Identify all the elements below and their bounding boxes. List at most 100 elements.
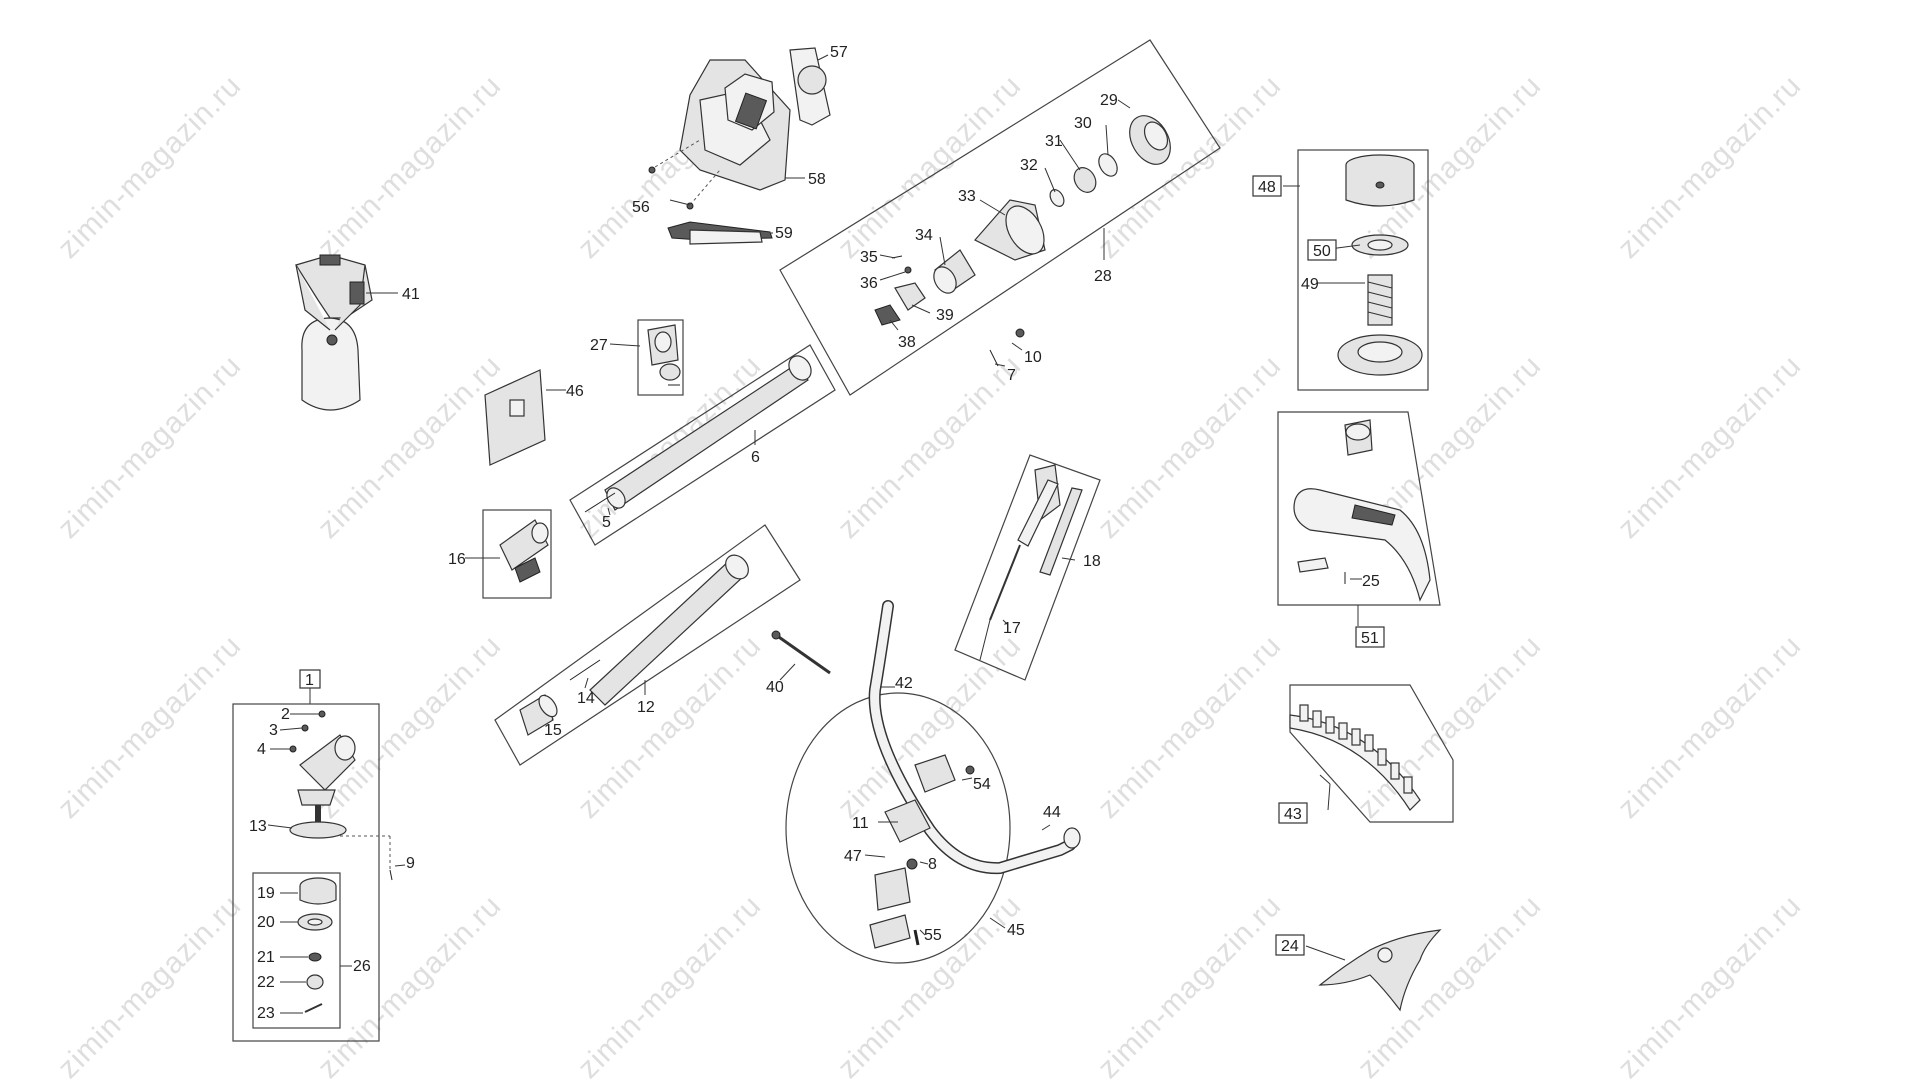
callout-59: 59	[775, 225, 793, 242]
callout-20: 20	[257, 914, 275, 931]
rod-40	[771, 630, 831, 681]
drive-shaft-tube-12	[494, 524, 801, 766]
callout-26: 26	[353, 958, 371, 975]
callout-38: 38	[898, 334, 916, 351]
watermark-text: zimin-magazin.ru	[1092, 629, 1288, 825]
trimmer-head-assembly	[1283, 149, 1429, 391]
callout-51-box: 51	[1355, 626, 1385, 648]
harness-part-41	[295, 254, 398, 411]
callout-47: 47	[844, 848, 862, 865]
callout-10: 10	[1024, 349, 1042, 366]
watermark-text: zimin-magazin.ru	[1612, 629, 1808, 825]
callout-55: 55	[924, 927, 942, 944]
callout-15: 15	[544, 722, 562, 739]
watermark-text: zimin-magazin.ru	[572, 889, 768, 1080]
callout-7: 7	[1007, 367, 1016, 384]
callout-1-box: 1	[299, 669, 321, 689]
svg-text:24: 24	[1281, 938, 1299, 955]
watermark-text: zimin-magazin.ru	[832, 349, 1028, 545]
callout-31: 31	[1045, 133, 1063, 150]
watermark-text: zimin-magazin.ru	[52, 629, 248, 825]
engine-cover-assembly	[648, 47, 831, 245]
callout-23: 23	[257, 1005, 275, 1022]
callout-12: 12	[637, 699, 655, 716]
watermark-text: zimin-magazin.ru	[1612, 889, 1808, 1080]
callout-40: 40	[766, 679, 784, 696]
callout-5: 5	[602, 514, 611, 531]
svg-text:48: 48	[1258, 179, 1276, 196]
cutter-tooth	[1377, 748, 1387, 766]
callout-4: 4	[257, 741, 266, 758]
callout-9: 9	[406, 855, 415, 872]
cutter-tooth	[1338, 722, 1348, 740]
watermark-text: zimin-magazin.ru	[312, 69, 508, 265]
line-cutter-43	[1289, 684, 1454, 823]
callout-19: 19	[257, 885, 275, 902]
cutter-tooth	[1403, 776, 1413, 794]
callout-8: 8	[928, 856, 937, 873]
callout-56: 56	[632, 199, 650, 216]
callout-50-box: 50	[1307, 239, 1337, 261]
callout-22: 22	[257, 974, 275, 991]
cutter-tooth	[1364, 734, 1374, 752]
callout-41: 41	[402, 286, 420, 303]
watermark-text: zimin-magazin.ru	[1612, 69, 1808, 265]
callout-2: 2	[281, 706, 290, 723]
callout-42: 42	[895, 675, 913, 692]
watermark-text: zimin-magazin.ru	[52, 889, 248, 1080]
callout-54: 54	[973, 776, 991, 793]
blade-24	[1305, 929, 1442, 1012]
plate-46	[484, 369, 566, 466]
clutch-housing-assembly	[779, 39, 1221, 396]
cutter-tooth	[1390, 762, 1400, 780]
cutter-tooth	[1299, 704, 1309, 722]
cutter-tooth	[1312, 710, 1322, 728]
callout-43-box: 43	[1278, 802, 1308, 824]
callout-labels: 41 57 58 59 56 29 30 31 32 33 34 35 36 3…	[249, 44, 1385, 1022]
callout-34: 34	[915, 227, 933, 244]
watermark-text: zimin-magazin.ru	[832, 889, 1028, 1080]
svg-text:51: 51	[1361, 630, 1379, 647]
handlebar-assembly	[785, 600, 1081, 964]
guard-assembly	[1277, 411, 1441, 626]
callout-33: 33	[958, 188, 976, 205]
callout-11: 11	[852, 815, 869, 832]
callout-3: 3	[269, 722, 278, 739]
callout-49: 49	[1301, 276, 1319, 293]
watermark-text: zimin-magazin.ru	[1092, 349, 1288, 545]
throttle-assembly	[954, 454, 1101, 681]
callout-58: 58	[808, 171, 826, 188]
callout-57: 57	[830, 44, 848, 61]
callout-27: 27	[590, 337, 608, 354]
callout-25: 25	[1362, 573, 1380, 590]
watermark-text: zimin-magazin.ru	[52, 69, 248, 265]
watermark-text: zimin-magazin.ru	[1092, 889, 1288, 1080]
callout-39: 39	[936, 307, 954, 324]
watermark-text: zimin-magazin.ru	[52, 349, 248, 545]
callout-24-box: 24	[1275, 934, 1305, 956]
callout-16: 16	[448, 551, 466, 568]
callout-36: 36	[860, 275, 878, 292]
watermark-text: zimin-magazin.ru	[1612, 349, 1808, 545]
watermark-text: zimin-magazin.ru	[832, 629, 1028, 825]
callout-6: 6	[751, 449, 760, 466]
cutter-tooth	[1351, 728, 1361, 746]
callout-44: 44	[1043, 804, 1061, 821]
callout-48-box: 48	[1252, 175, 1282, 197]
callout-45: 45	[1007, 922, 1025, 939]
callout-18: 18	[1083, 553, 1101, 570]
drive-shaft-tube-6	[569, 344, 836, 546]
callout-14: 14	[577, 690, 595, 707]
callout-30: 30	[1074, 115, 1092, 132]
callout-13: 13	[249, 818, 267, 835]
callout-29: 29	[1100, 92, 1118, 109]
callout-35: 35	[860, 249, 878, 266]
cutter-tooth	[1325, 716, 1335, 734]
callout-46: 46	[566, 383, 584, 400]
clamp-16	[465, 509, 552, 599]
watermark-text: zimin-magazin.ru	[312, 629, 508, 825]
watermark-text: zimin-magazin.ru	[1092, 69, 1288, 265]
callout-32: 32	[1020, 157, 1038, 174]
gearhead-assembly-1	[232, 687, 406, 1042]
